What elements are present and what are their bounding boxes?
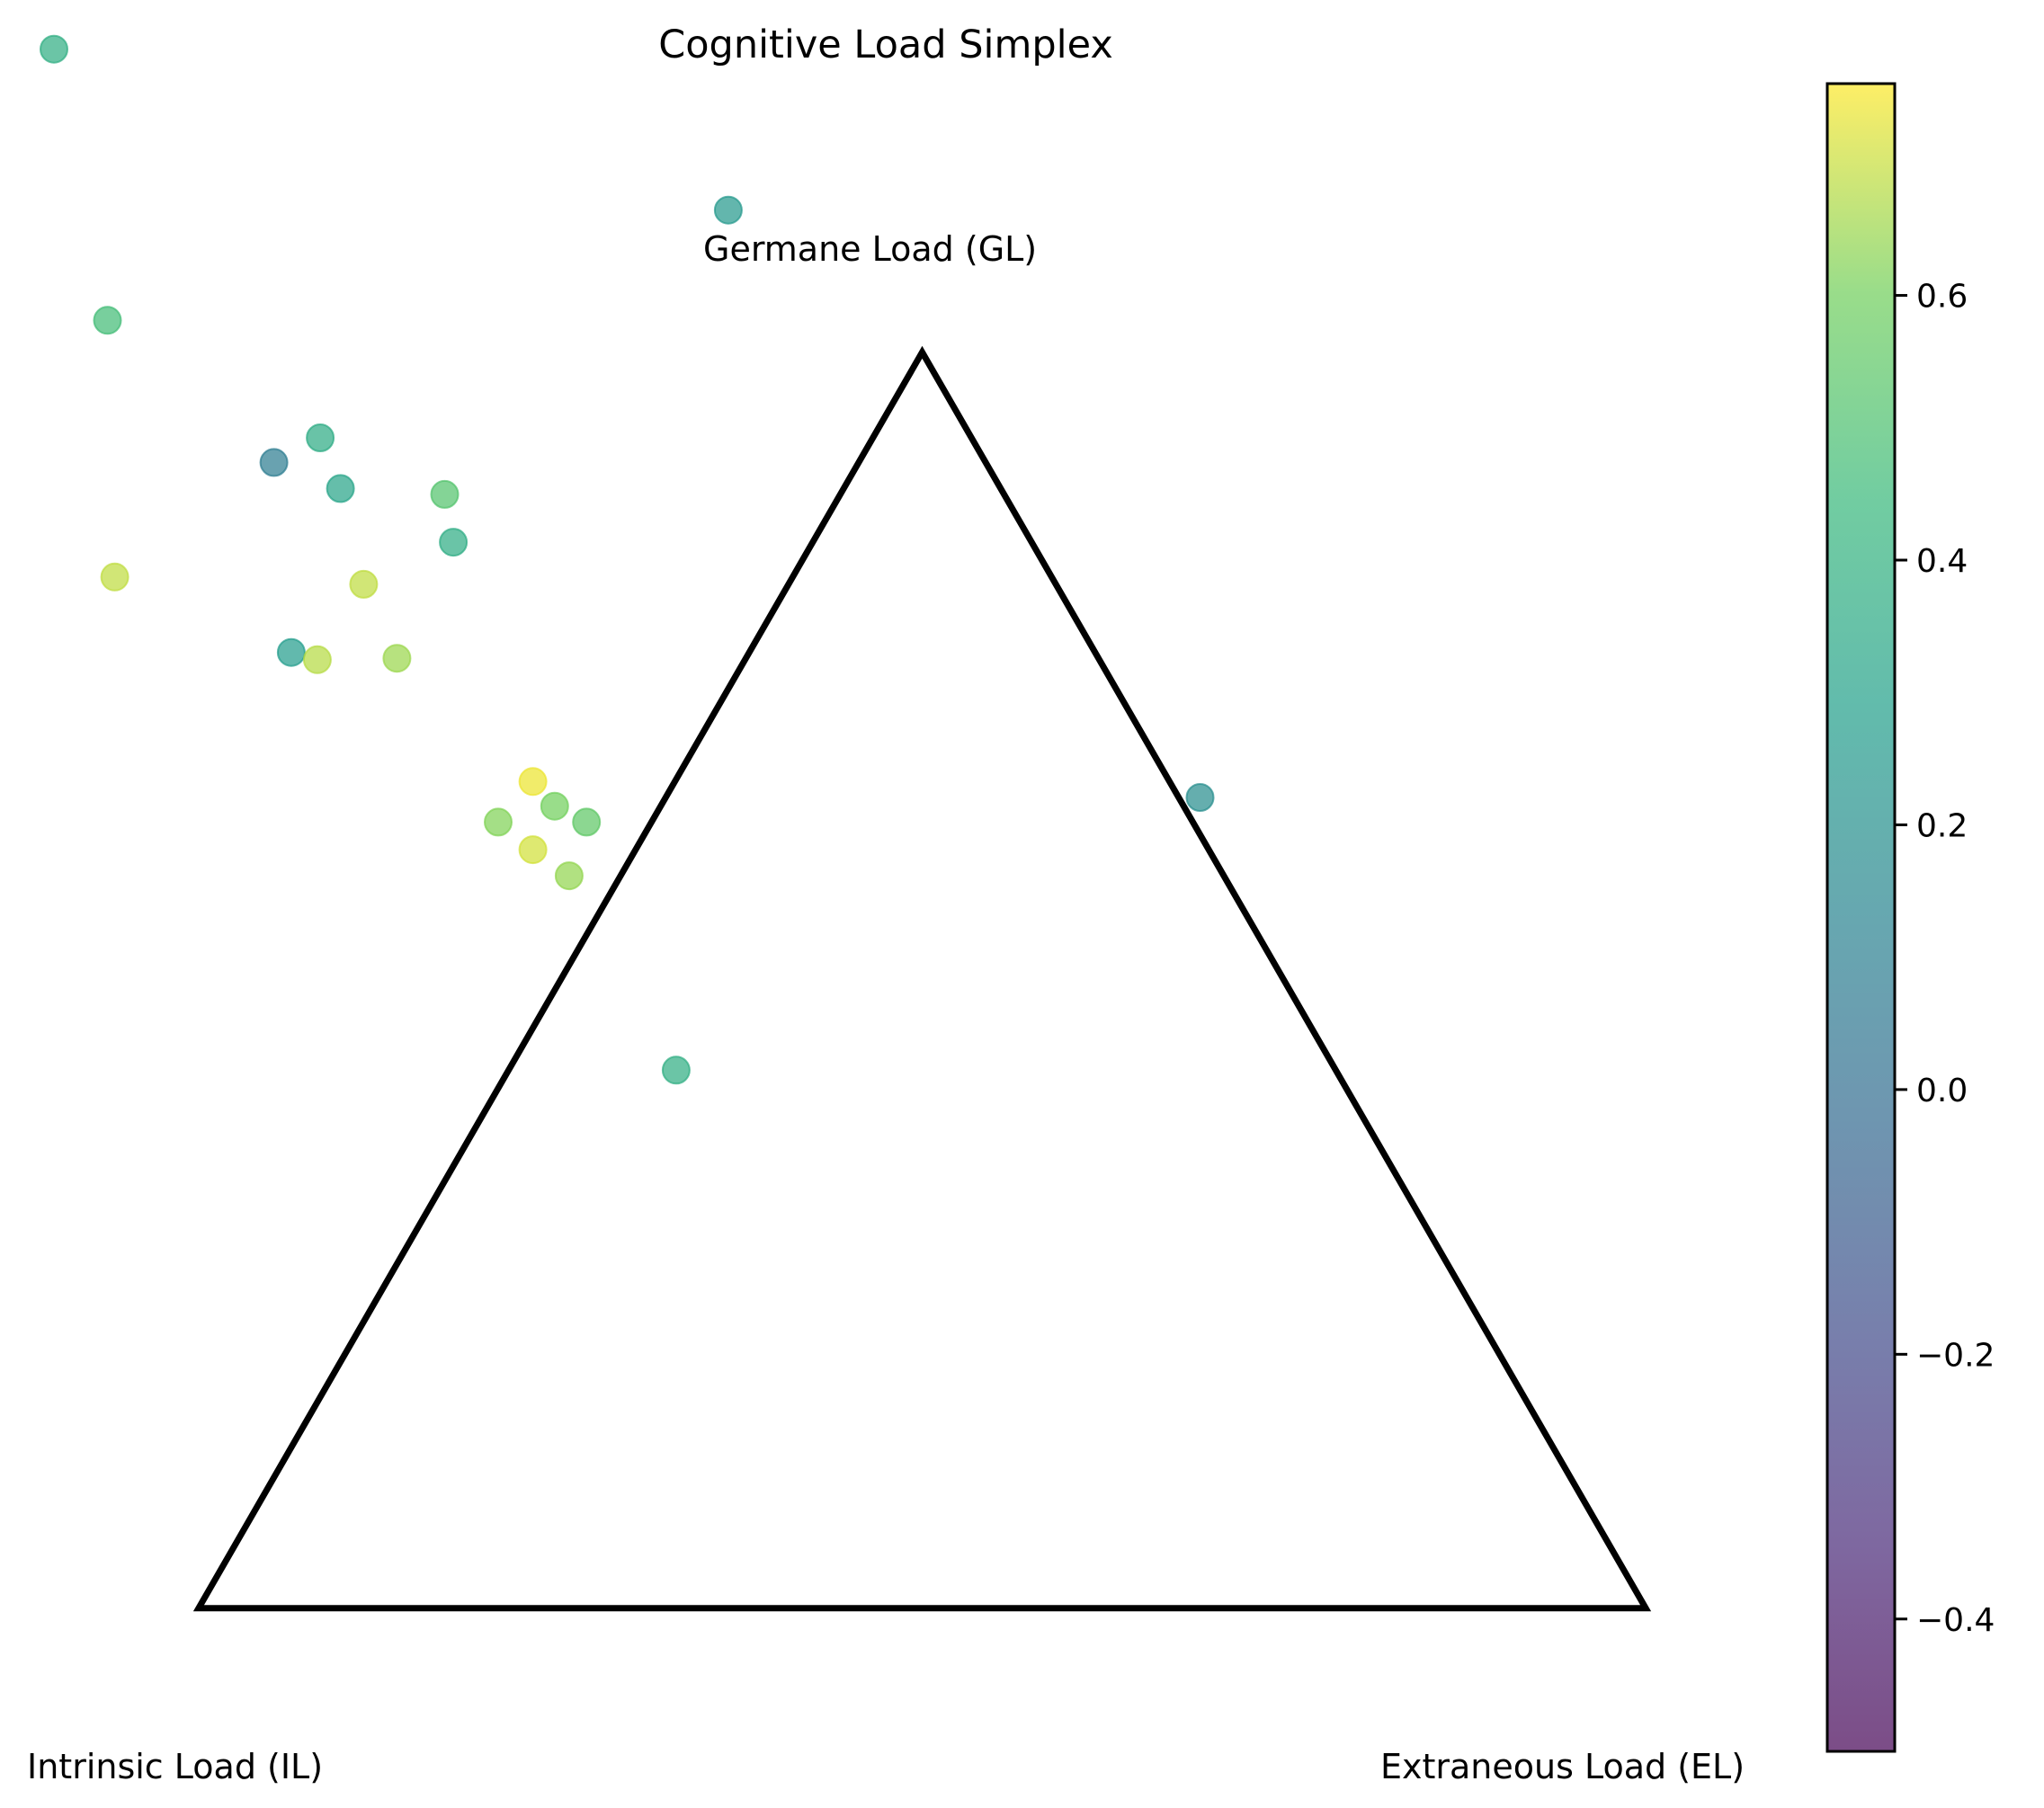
colorbar-tick-label: −0.4 (1916, 1602, 1995, 1639)
colorbar-tick-label: −0.2 (1916, 1337, 1995, 1374)
scatter-point (554, 861, 584, 891)
scatter-point (661, 1055, 691, 1085)
vertex-label-intrinsic: Intrinsic Load (IL) (27, 1747, 323, 1786)
scatter-point (713, 195, 743, 225)
scatter-point (484, 807, 513, 837)
scatter-points (40, 34, 1215, 1085)
scatter-point (302, 645, 332, 674)
scatter-point (430, 479, 460, 509)
scatter-point (259, 448, 289, 477)
scatter-point (276, 637, 306, 667)
colorbar-border (1825, 82, 1897, 1753)
scatter-point (540, 791, 569, 821)
scatter-point (382, 644, 412, 673)
chart-title: Cognitive Load Simplex (658, 22, 1113, 67)
colorbar-tick-label: 0.2 (1916, 807, 1968, 844)
vertex-label-extraneous: Extraneous Load (EL) (1380, 1747, 1745, 1786)
scatter-point (306, 423, 335, 452)
scatter-point (439, 528, 469, 557)
simplex-triangle (192, 345, 1652, 1612)
colorbar-gradient (1827, 84, 1895, 1751)
scatter-point (326, 474, 355, 503)
colorbar-tick-label: 0.6 (1916, 279, 1968, 316)
colorbar-tick-label: 0.4 (1916, 543, 1968, 580)
scatter-point (40, 34, 68, 64)
colorbar-tick-label: 0.0 (1916, 1073, 1968, 1109)
scatter-point (518, 835, 548, 865)
colorbar: 0.6 0.4 0.2 0.0 −0.2 −0.4 (1825, 82, 1995, 1753)
scatter-point (572, 807, 602, 837)
scatter-point (349, 569, 379, 599)
scatter-point (100, 562, 129, 592)
scatter-point (93, 306, 122, 335)
scatter-point (1185, 783, 1215, 812)
vertex-label-germane: Germane Load (GL) (703, 229, 1037, 269)
colorbar-ticks: 0.6 0.4 0.2 0.0 −0.2 −0.4 (1895, 279, 1995, 1639)
scatter-point (518, 767, 548, 797)
